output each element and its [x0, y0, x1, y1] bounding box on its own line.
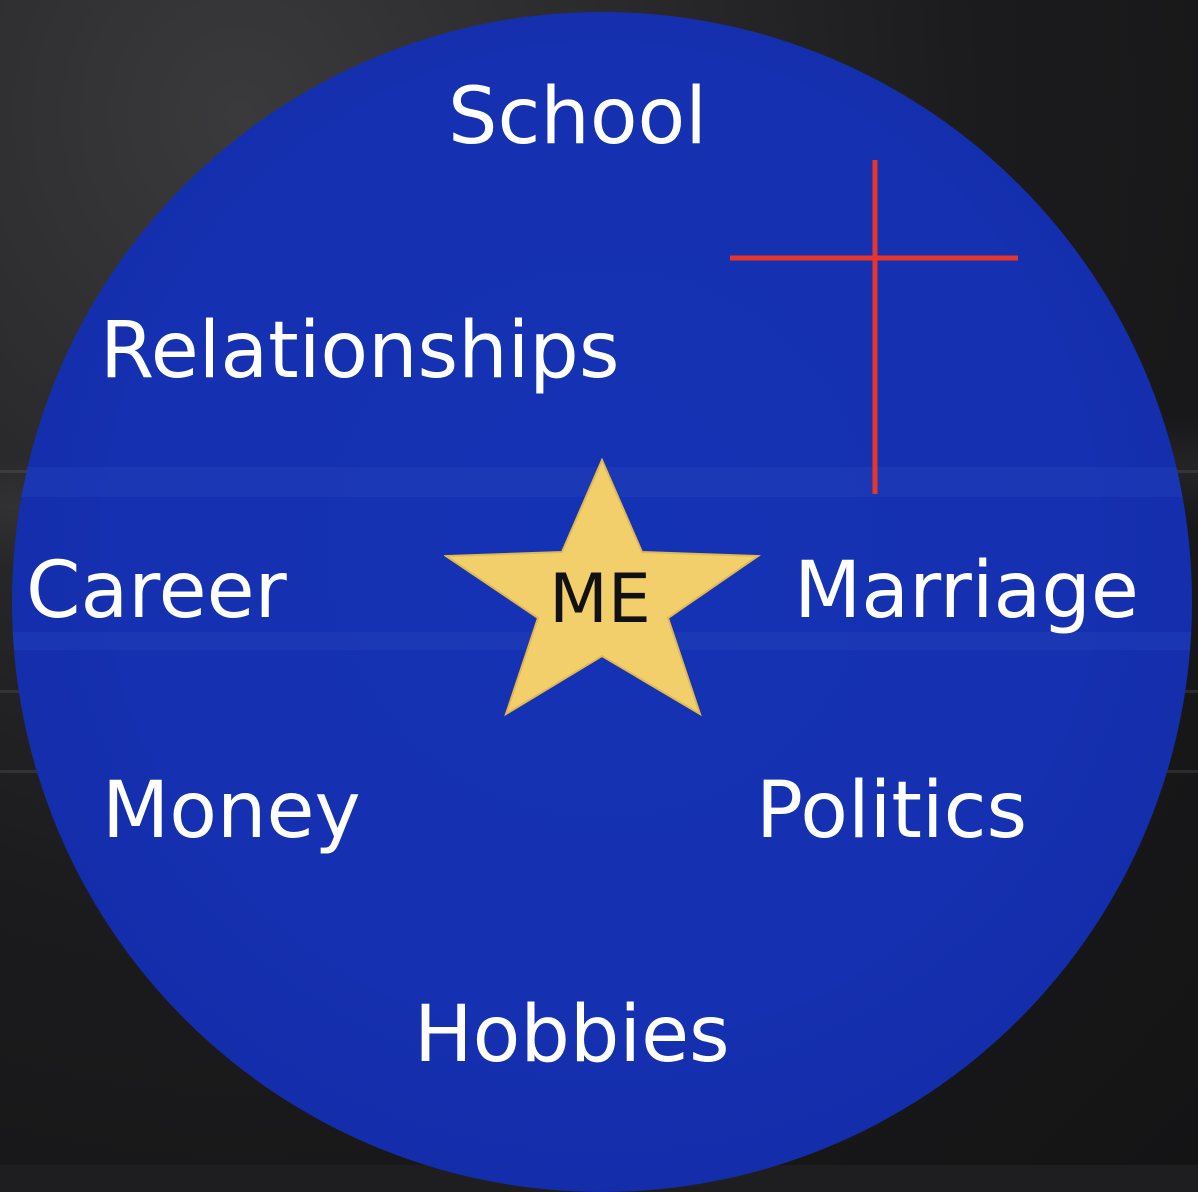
topic-politics: Politics [756, 766, 1028, 856]
center-label-me: ME [549, 560, 651, 639]
topic-money: Money [102, 766, 361, 856]
topic-career: Career [26, 546, 287, 636]
star-icon [444, 458, 762, 717]
topic-relationships: Relationships [100, 306, 620, 396]
cross-icon [730, 160, 1018, 494]
topic-school: School [448, 72, 707, 162]
topic-marriage: Marriage [794, 546, 1139, 636]
topic-hobbies: Hobbies [414, 990, 730, 1080]
